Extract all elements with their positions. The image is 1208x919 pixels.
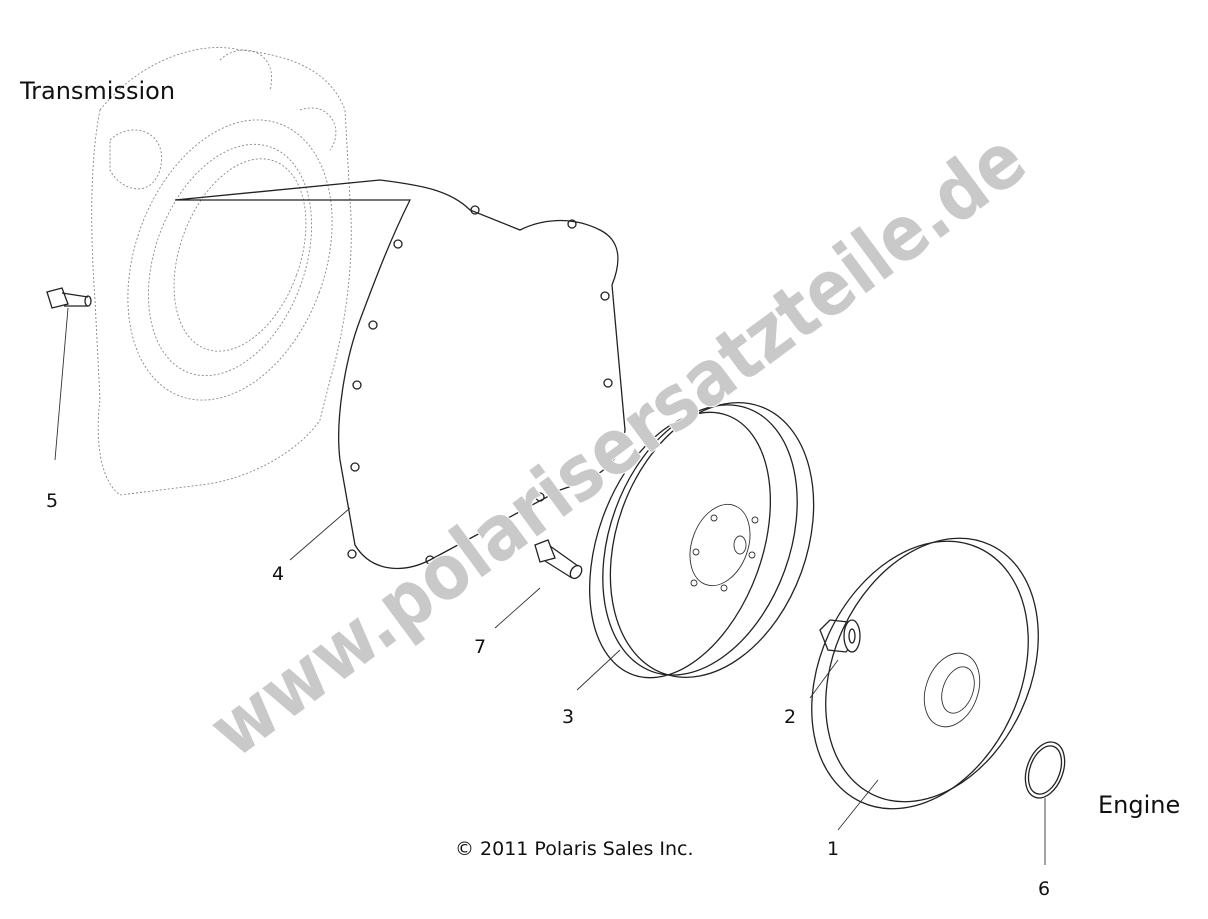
nut bbox=[819, 619, 861, 653]
callout-3[interactable]: 3 bbox=[562, 706, 574, 728]
callout-6[interactable]: 6 bbox=[1038, 878, 1050, 900]
copyright: © 2011 Polaris Sales Inc. bbox=[455, 838, 694, 860]
callout-2[interactable]: 2 bbox=[784, 706, 796, 728]
label-transmission: Transmission bbox=[19, 77, 175, 105]
callout-4[interactable]: 4 bbox=[272, 563, 284, 585]
callout-7[interactable]: 7 bbox=[474, 636, 486, 658]
bolt-7 bbox=[534, 539, 583, 580]
leader-lines bbox=[54, 307, 1046, 865]
snap-ring bbox=[1024, 741, 1066, 799]
gasket bbox=[174, 179, 626, 570]
callout-5[interactable]: 5 bbox=[46, 490, 58, 512]
watermark: www.polarisersatzteile.de bbox=[193, 114, 1042, 774]
callout-1[interactable]: 1 bbox=[827, 838, 839, 860]
bolt-5 bbox=[46, 287, 92, 309]
drive-disc bbox=[811, 537, 1039, 810]
transmission-housing bbox=[91, 47, 352, 496]
flywheel bbox=[588, 402, 815, 679]
label-engine: Engine bbox=[1098, 791, 1180, 819]
